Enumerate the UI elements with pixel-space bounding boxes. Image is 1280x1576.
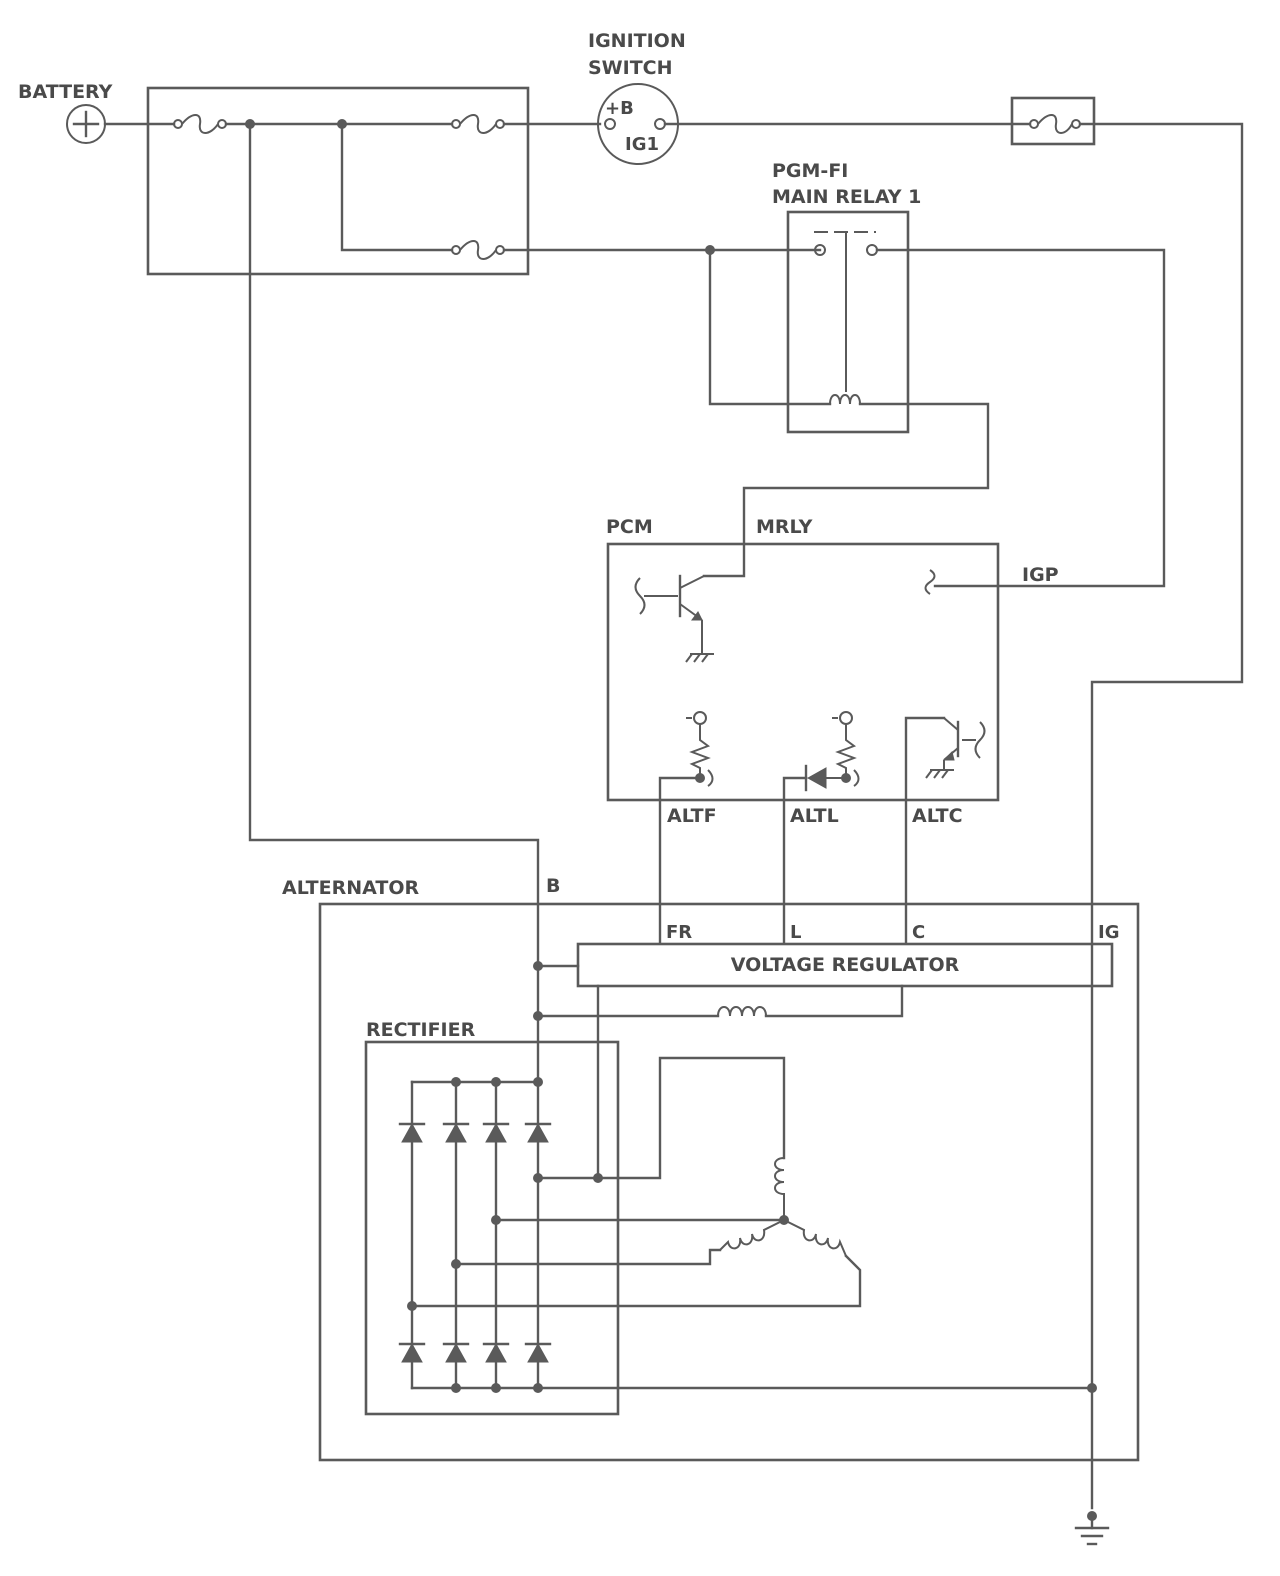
field-coil-return	[764, 984, 904, 1018]
diode-icon	[398, 1342, 426, 1363]
alternator-box	[318, 902, 1140, 1462]
fuse-icon	[173, 114, 227, 134]
terminal-b-label: B	[546, 875, 560, 897]
transistor-icon	[942, 717, 986, 770]
stator-neutral-dot	[779, 1215, 789, 1225]
splice-dot	[593, 1173, 603, 1183]
splice-dot	[451, 1259, 461, 1269]
dash-fuse-box	[1010, 96, 1096, 146]
battery-label: BATTERY	[18, 81, 113, 103]
fuse-box	[146, 86, 530, 276]
splice-dot	[491, 1215, 501, 1225]
b-terminal-wire	[248, 122, 540, 1390]
battery-symbol	[66, 104, 106, 144]
resistor-icon	[832, 711, 860, 787]
splice-dot	[533, 1173, 543, 1183]
diode-icon	[442, 1342, 470, 1363]
coil-icon	[717, 1006, 767, 1017]
coil-icon	[774, 1157, 785, 1220]
relay-label-1: PGM-FI	[772, 160, 848, 182]
resistor-icon	[686, 711, 714, 787]
coil-icon	[829, 394, 861, 405]
altf-wire	[658, 776, 702, 944]
altl-label: ALTL	[790, 805, 839, 827]
main-relay-box	[786, 210, 910, 434]
altl-wire	[782, 776, 808, 944]
ground-icon	[685, 653, 714, 663]
splice-dot	[533, 961, 543, 971]
ignition-switch-label-2: SWITCH	[588, 57, 673, 79]
voltage-regulator-label: VOLTAGE REGULATOR	[731, 954, 960, 976]
rectifier-label: RECTIFIER	[366, 1019, 476, 1041]
pcm-box	[606, 542, 1000, 802]
rectifier-box	[364, 1040, 620, 1416]
splice-dot	[1087, 1383, 1097, 1393]
terminal-b-plus-label: +B	[605, 98, 634, 119]
transistor-icon	[634, 574, 705, 654]
splice-dot	[533, 1011, 543, 1021]
igp-label: IGP	[1022, 564, 1059, 586]
coil-icon	[719, 1219, 785, 1251]
terminal-ig-label: IG	[1098, 922, 1119, 943]
terminal-ig1-label: IG1	[625, 134, 659, 155]
diode-icon	[524, 1342, 552, 1363]
igp-wire	[875, 248, 1166, 588]
stator-phase-wires	[410, 1056, 862, 1308]
relay-contacts	[814, 231, 878, 392]
ig-feed-wire	[1078, 122, 1244, 1510]
terminal-c-label: C	[912, 922, 925, 943]
terminal-fr-label: FR	[666, 922, 692, 943]
diode-icon	[804, 764, 846, 792]
relay-label-2: MAIN RELAY 1	[772, 186, 921, 208]
diode-icon	[442, 1122, 470, 1143]
ground-icon	[1074, 1514, 1110, 1546]
splice-dot	[407, 1301, 417, 1311]
relay-coil-feed	[708, 248, 832, 406]
diode-icon	[482, 1122, 510, 1143]
diode-icon	[524, 1122, 552, 1143]
ground-icon	[925, 769, 954, 779]
fuse-icon	[451, 114, 505, 134]
diode-icon	[482, 1342, 510, 1363]
diode-icon	[398, 1122, 426, 1143]
mrly-wire	[702, 402, 990, 578]
altc-wire	[904, 716, 946, 944]
mrly-label: MRLY	[756, 516, 813, 538]
splice-dot	[533, 1077, 543, 1087]
pcm-label: PCM	[606, 516, 653, 538]
igp-terminal-break	[924, 569, 936, 595]
fuse-icon	[451, 240, 505, 260]
altf-label: ALTF	[667, 805, 717, 827]
fuse-icon	[1029, 114, 1081, 134]
ignition-switch-label-1: IGNITION	[588, 30, 686, 52]
coil-icon	[783, 1219, 847, 1257]
altc-label: ALTC	[912, 805, 963, 827]
splice-dot	[533, 1383, 543, 1393]
alternator-label: ALTERNATOR	[282, 877, 419, 899]
terminal-l-label: L	[790, 922, 801, 943]
relay-feed-wire	[340, 122, 822, 252]
